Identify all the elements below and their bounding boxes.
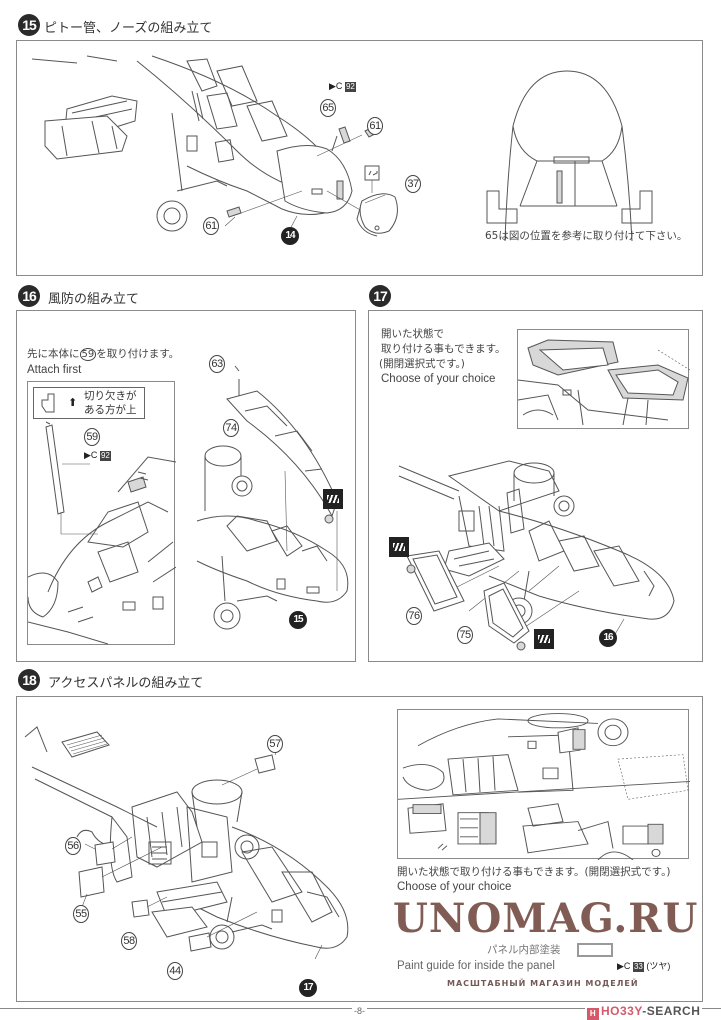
- step-17-note-ja-3: (開閉選択式です。): [379, 358, 465, 370]
- step-17-ref-16: 16: [599, 629, 617, 647]
- step-17-paint-chip-right-icon: [534, 629, 554, 649]
- step-17-open-option-inset: [517, 329, 690, 429]
- step-15-number: 15: [18, 14, 40, 36]
- step-16-title: 風防の組み立て: [48, 292, 140, 307]
- step-18-open-panels-inset: [397, 709, 690, 860]
- part-37: 37: [405, 175, 421, 193]
- arrow-up-icon: ⬆: [68, 396, 78, 409]
- part-44: 44: [167, 962, 183, 980]
- part-75: 75: [457, 626, 473, 644]
- step-17-note-en: Choose of your choice: [381, 373, 496, 385]
- step-18-paint-guide-en: Paint guide for inside the panel: [397, 960, 555, 972]
- watermark-unomag: UNOMAG.RU: [393, 895, 699, 942]
- part-61-upper: 61: [367, 117, 383, 135]
- step-18-paint-ref: ▶C 33 (ツヤ): [617, 961, 671, 972]
- step-17-note-ja-1: 開いた状態で: [381, 328, 444, 340]
- step-17-paint-chip-left-icon: [389, 537, 409, 557]
- step-15-paint-ref: ▶C 92: [329, 81, 356, 92]
- part-59-inset: 59: [84, 428, 100, 446]
- paint-flag-icon: ▶: [617, 961, 624, 971]
- step-16-note-en: Attach first: [27, 364, 82, 376]
- step-16-paint-ref: ▶C 92: [84, 450, 111, 461]
- step-18-access-panels-drawing: [24, 726, 349, 960]
- notch-hint-line2: ある方が上: [84, 404, 137, 416]
- part-65: 65: [320, 99, 336, 117]
- step-16-ref-15: 15: [289, 611, 307, 629]
- part-56: 56: [65, 837, 81, 855]
- step-15-nose-detail: [359, 165, 398, 234]
- step-18-paint-swatch: [577, 943, 613, 957]
- part-61-lower: 61: [203, 217, 219, 235]
- step-18-paint-guide-ja: パネル内部塗装: [487, 944, 561, 956]
- step-17-number: 17: [369, 285, 391, 307]
- part-55: 55: [73, 905, 89, 923]
- step-16-paint-chip-icon: [323, 489, 343, 509]
- step-15-title: ピトー管、ノーズの組み立て: [44, 21, 213, 36]
- notch-hint-line1: 切り欠きが: [84, 390, 137, 402]
- step-15-ref-14: 14: [281, 227, 299, 245]
- paint-flag-icon: ▶: [84, 450, 91, 460]
- watermark-unomag-sub: МАСШТАБНЫЙ МАГАЗИН МОДЕЛЕЙ: [447, 979, 639, 988]
- step-18-open-panels-drawing: [398, 713, 690, 860]
- step-16-detail-inset: ⬆ 切り欠きが ある方が上 59 ▶C 92: [27, 381, 176, 645]
- step-17-open-canopy-drawing: [518, 339, 690, 426]
- hobby-search-icon: H: [587, 1008, 599, 1020]
- part-74: 74: [223, 419, 239, 437]
- part-58: 58: [121, 932, 137, 950]
- step-16-windscreen-drawing: [196, 365, 349, 630]
- step-15-front-view-diagram: [486, 70, 653, 242]
- part-76: 76: [406, 607, 422, 625]
- step-18-panel: 57 56 55 58 44 17: [16, 696, 703, 1002]
- step-16-number: 16: [18, 285, 40, 307]
- step-18-note-ja: 開いた状態で取り付ける事もできます。(開閉選択式です。): [397, 866, 671, 878]
- notch-shape-icon: [41, 393, 55, 413]
- step-18-ref-17: 17: [299, 979, 317, 997]
- page-number: -8-: [352, 1006, 367, 1017]
- step-18-number: 18: [18, 669, 40, 691]
- step-18-title: アクセスパネルの組み立て: [48, 676, 204, 691]
- part-63: 63: [209, 355, 225, 373]
- step-17-note-ja-2: 取り付ける事もできます。: [381, 343, 506, 355]
- step-15-panel: ▶C 92 65 61 61 37 14 65は図の位置を参考に取り付けて下さい…: [16, 40, 703, 276]
- paint-flag-icon: ▶: [329, 81, 336, 91]
- step-17-panel: 開いた状態で 取り付ける事もできます。 (開閉選択式です。) Choose of…: [368, 310, 703, 662]
- step-17-cockpit-drawing: [398, 460, 675, 651]
- step-18-note-en: Choose of your choice: [397, 881, 512, 893]
- step-15-note: 65は図の位置を参考に取り付けて下さい。: [485, 230, 688, 242]
- step-16-inset-drawing: [28, 421, 176, 645]
- notch-hint-box: ⬆ 切り欠きが ある方が上: [33, 387, 145, 419]
- step-15-nose-drawing: [31, 55, 377, 237]
- part-57: 57: [267, 735, 283, 753]
